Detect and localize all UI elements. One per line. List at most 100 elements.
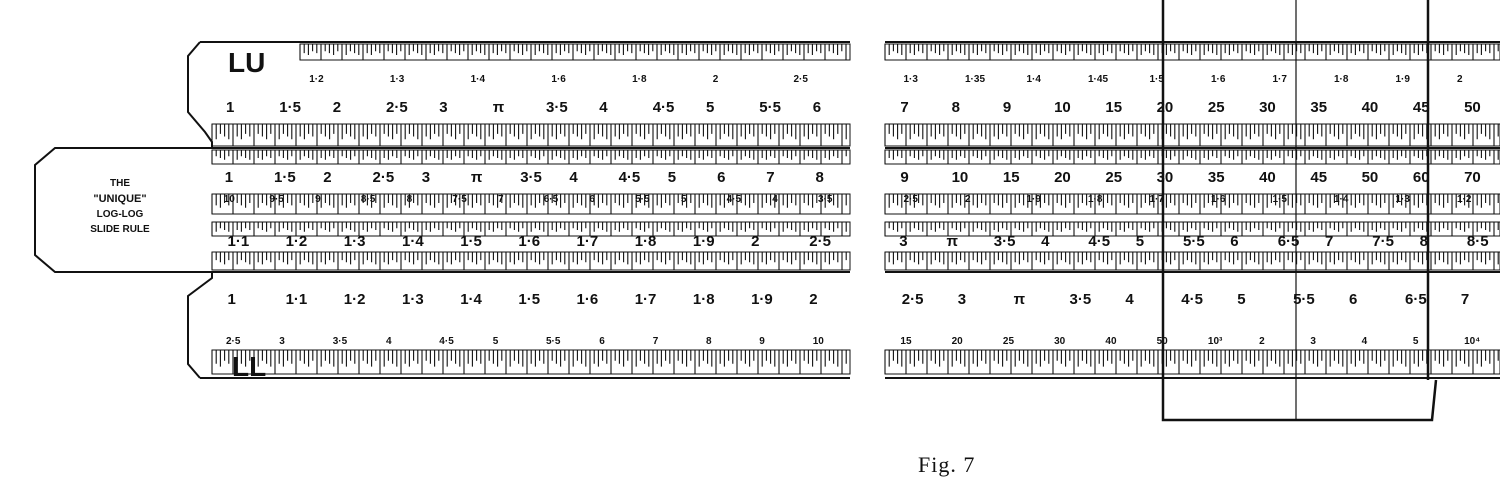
scale-number-ci-right: 1·4 [1334,194,1349,205]
scale-number-ll-left: 10 [813,336,825,347]
scale-number-ll-right: 5 [1413,336,1419,347]
scale-number-c-right: 3·5 [994,233,1016,250]
slide-label-line-4: SLIDE RULE [90,224,150,235]
scale-ticks [211,252,847,270]
scale-number-lu-right: 1·3 [904,74,919,85]
scale-number-b-right: 20 [1054,169,1071,186]
scale-number-d-left: 1·8 [693,291,715,308]
scale-number-c-right: 7 [1325,233,1333,250]
scale-number-d-left: 1·1 [286,291,308,308]
scale-number-a-right: 20 [1157,99,1174,116]
scale-number-ci-right: 1·3 [1396,194,1411,205]
scale-number-ci-right: 1·2 [1457,194,1472,205]
scale-number-a-right: 10 [1054,99,1071,116]
scale-number-c-right: 8·5 [1467,233,1489,250]
scale-number-d-left: 1·2 [344,291,366,308]
scale-number-d-left: 1 [228,291,236,308]
scale-number-c-right: 5 [1136,233,1144,250]
scale-number-c-left: 2·5 [809,233,831,250]
scale-number-b-right: 10 [952,169,969,186]
scale-number-d-right: 3 [958,291,966,308]
scale-number-d-left: 1·3 [402,291,424,308]
scale-number-ll-right: 10⁴ [1464,336,1480,347]
scale-number-ll-left: 4·5 [439,336,454,347]
scale-number-ci-right: 2·5 [904,194,919,205]
scale-number-ci-right: 1·7 [1150,194,1165,205]
scale-number-d-right: 2·5 [902,291,924,308]
scale-number-b-left: 5 [668,169,676,186]
scale-number-d-left: 1·9 [751,291,773,308]
scale-number-ll-right: 40 [1105,336,1117,347]
scale-number-b-right: 9 [900,169,908,186]
slide-tongue [34,147,212,273]
scale-number-c-left: 1·5 [460,233,482,250]
scale-number-ci-left: 3·5 [818,194,833,205]
scale-number-ll-left: 5·5 [546,336,561,347]
scale-number-c-left: 1·6 [518,233,540,250]
scale-number-a-right: 40 [1362,99,1379,116]
scale-number-c-left: 1·2 [286,233,308,250]
scale-number-c-left: 1·1 [228,233,250,250]
scale-number-b-left: 2·5 [373,169,395,186]
scale-number-lu-left: 1·8 [632,74,647,85]
stator-left [187,41,850,379]
scale-ticks [884,350,1499,374]
scale-number-b-right: 45 [1310,169,1327,186]
scale-number-a-right: 8 [952,99,960,116]
scale-ticks [211,194,847,214]
scale-number-a-left: 2 [333,99,341,116]
scale-number-lu-right: 1·9 [1396,74,1411,85]
scale-number-a-right: 7 [900,99,908,116]
scale-number-lu-right: 1·45 [1088,74,1108,85]
scale-number-d-right: 5·5 [1293,291,1315,308]
label-ll: LL [232,351,266,382]
scale-number-ci-left: 7 [498,194,504,205]
scale-number-a-left: 4·5 [653,99,675,116]
scale-number-ll-left: 8 [706,336,712,347]
scale-number-b-right: 50 [1362,169,1379,186]
scale-number-lu-right: 1·6 [1211,74,1226,85]
scale-number-ci-right: 1·6 [1211,194,1226,205]
scale-ticks [211,350,847,374]
scale-number-c-left: 1·4 [402,233,424,250]
scale-number-a-right: 30 [1259,99,1276,116]
scale-number-c-right: 6·5 [1278,233,1300,250]
scale-ticks [884,150,1499,164]
scale-number-ll-right: 10³ [1208,336,1223,347]
scale-number-ll-right: 3 [1310,336,1316,347]
scale-number-a-right: 45 [1413,99,1430,116]
scale-number-lu-right: 2 [1457,74,1463,85]
scale-number-lu-left: 2·5 [794,74,809,85]
scale-number-c-right: 3 [899,233,907,250]
scale-number-ci-left: 4 [772,194,778,205]
scale-number-a-right: 35 [1310,99,1327,116]
slide-label-line-2: "UNIQUE" [93,193,146,205]
scale-number-b-left: 8 [816,169,824,186]
scale-number-a-right: 25 [1208,99,1225,116]
scale-ticks [884,194,1499,214]
scale-number-ll-left: 2·5 [226,336,241,347]
scale-number-c-right: 6 [1230,233,1238,250]
scale-number-b-left: π [471,169,483,186]
scale-number-b-left: 1·5 [274,169,296,186]
scale-number-b-left: 3·5 [520,169,542,186]
scale-ticks [299,44,847,60]
scale-number-b-left: 6 [717,169,725,186]
scale-number-lu-left: 1·6 [551,74,566,85]
scale-number-lu-left: 1·3 [390,74,405,85]
scale-number-ll-right: 25 [1003,336,1015,347]
slide-label-line-3: LOG-LOG [97,209,144,220]
scale-number-d-right: π [1014,291,1026,308]
scale-number-ll-right: 50 [1157,336,1169,347]
scale-number-d-right: 6·5 [1405,291,1427,308]
scale-number-a-right: 15 [1105,99,1122,116]
scale-number-d-right: 5 [1237,291,1245,308]
scale-number-d-right: 4·5 [1181,291,1203,308]
scale-number-a-right: 50 [1464,99,1481,116]
scale-number-ci-right: 1·8 [1088,194,1103,205]
scale-number-a-left: 3·5 [546,99,568,116]
scale-number-ci-left: 9·5 [269,194,284,205]
scale-number-b-left: 1 [225,169,233,186]
